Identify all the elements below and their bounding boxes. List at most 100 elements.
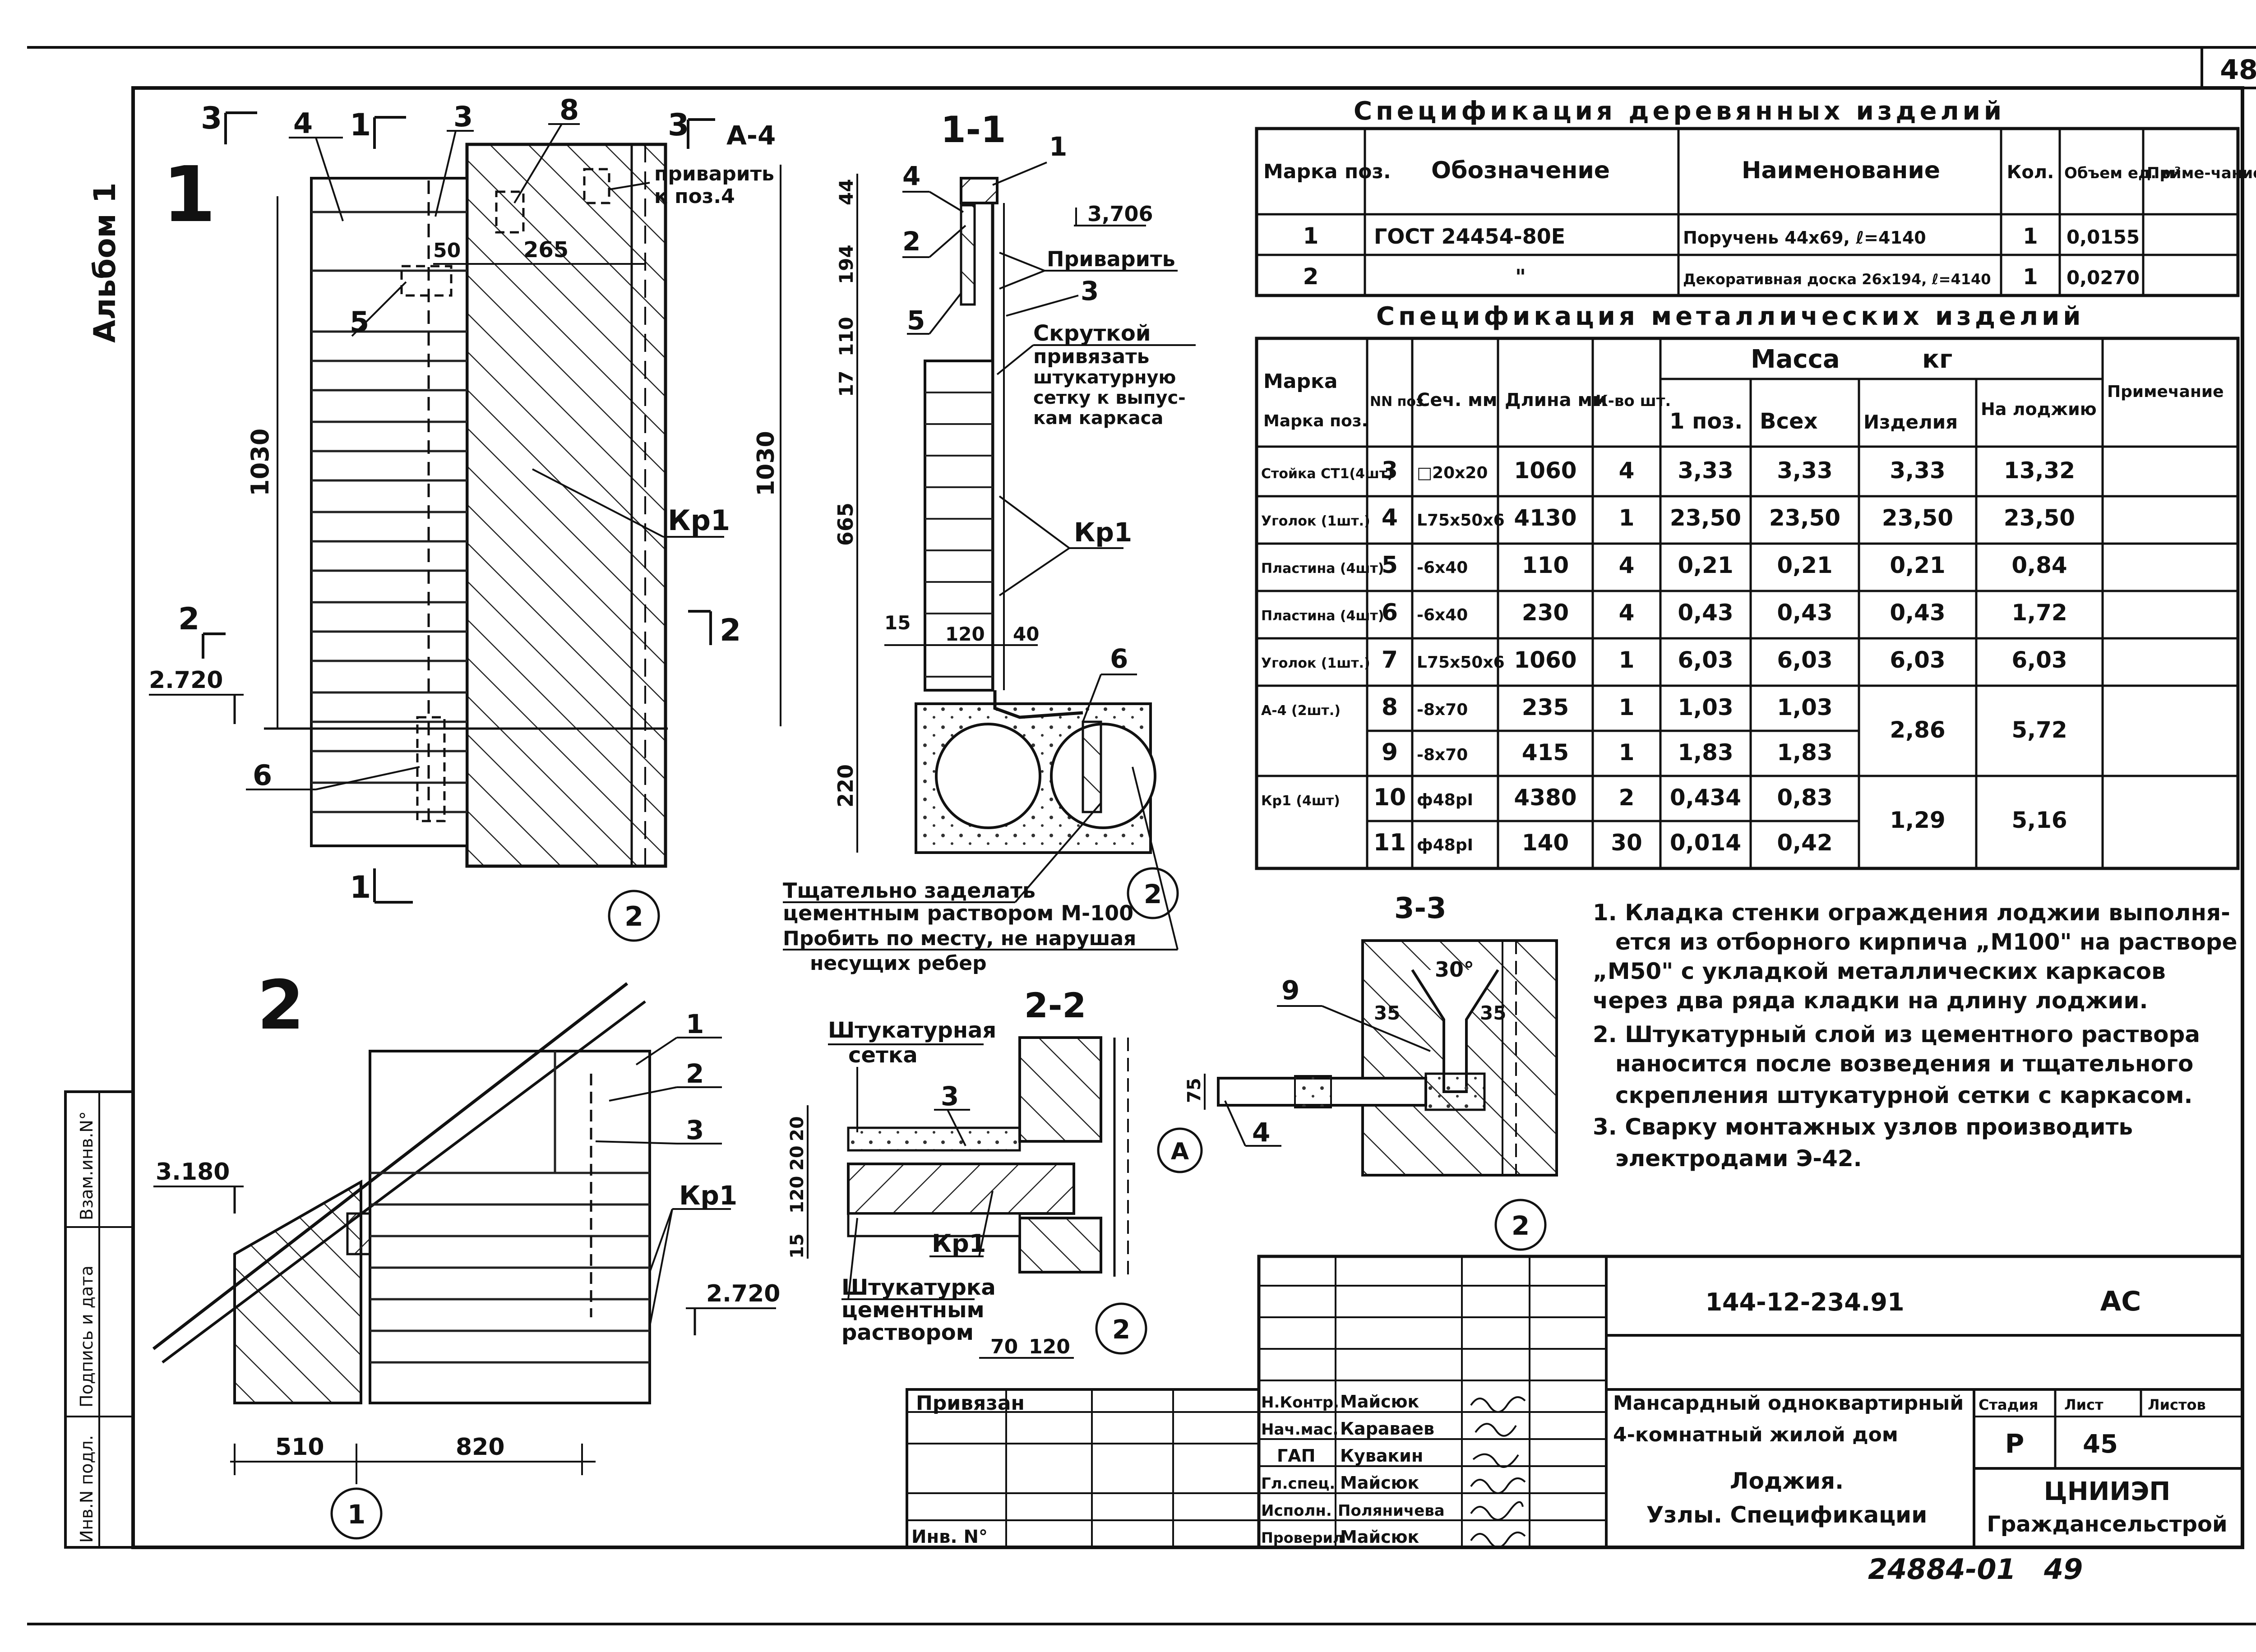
v1-pos-8: 8: [559, 93, 579, 126]
tb-stage: Р: [2005, 1428, 2025, 1459]
tb-name-1: Майсюк: [1340, 1392, 1419, 1412]
tb-role-6: Проверил: [1261, 1529, 1343, 1546]
sheet-number: 48: [2220, 54, 2256, 86]
s22-axis2: 2: [1112, 1314, 1130, 1345]
metal-cell-mass-item: 3,33: [1890, 457, 1945, 484]
tb-attached: Привязан: [916, 1392, 1025, 1415]
tb-name-4: Майсюк: [1340, 1473, 1419, 1493]
metal-cell-section: -8х70: [1417, 701, 1468, 719]
cut-3-right: 3: [668, 107, 689, 143]
v1-dim-1030: 1030: [246, 429, 274, 496]
s11-pos-6: 6: [1110, 643, 1128, 674]
v2-axis: 1: [347, 1499, 365, 1530]
v1-axis: 2: [624, 901, 643, 932]
wood-r1-name: Поручень 44х69, ℓ=4140: [1683, 228, 1926, 248]
view-1-section-marks: [202, 111, 715, 904]
metal-h-loggia: На лоджию: [1981, 399, 2097, 419]
s11-fill-3: Пробить по месту, не нарушая: [783, 927, 1136, 950]
metal-cell-mass-one: 6,03: [1678, 647, 1733, 673]
metal-cell-section: L75х50х6: [1417, 653, 1505, 672]
v2-pos-3: 3: [686, 1115, 704, 1145]
metal-h-one: 1 поз.: [1669, 409, 1743, 434]
sheet-number-box: [2201, 46, 2256, 89]
wood-spec-table: Спецификация деревянных изделий Марка по…: [1255, 97, 2256, 297]
v2-slope-1: [152, 982, 629, 1350]
metal-cell-mass-item: 0,43: [1890, 600, 1945, 626]
wood-r2-vol: 0,0270: [2066, 267, 2140, 289]
metal-cell-mass-one: 0,21: [1678, 552, 1733, 578]
v1-dim-265: 265: [523, 237, 569, 263]
tb-doc-code: 144-12-234.91: [1705, 1288, 1904, 1316]
cut-1-top: 1: [350, 107, 371, 143]
metal-cell-mass-all: 0,83: [1777, 784, 1832, 811]
metal-h-sec: Сеч. мм: [1417, 390, 1497, 411]
metal-cell-qty: 4: [1619, 552, 1635, 578]
metal-cell-mass-one: 3,33: [1678, 457, 1733, 484]
s22-d20b: 20: [787, 1145, 808, 1171]
note-line-1: 1. Кладка стенки ограждения лоджии выпол…: [1593, 900, 2230, 926]
note-line-4: через два ряда кладки на длину лоджии.: [1593, 988, 2148, 1014]
v2-slope-2: [162, 1000, 646, 1364]
stamp-sign-label: Подпись и дата: [77, 1265, 97, 1407]
metal-cell-mass-all: 0,21: [1777, 552, 1832, 578]
section-2-2: 2-2 Штукатурная сетка 3 Кр1 Штукатурка ц…: [787, 985, 1203, 1359]
v1-pos-6: 6: [253, 759, 272, 792]
metal-cell-mass-one: 0,014: [1670, 830, 1741, 856]
metal-cell-nn: 3: [1382, 457, 1398, 484]
v2-kp1: Кр1: [679, 1180, 737, 1211]
s11-note-4: сетку к выпус-: [1033, 388, 1186, 408]
title-block: 144-12-234.91 АС Привязан Инв. N° Н.Конт…: [906, 1255, 2244, 1549]
wood-r2-qty: 1: [2023, 264, 2038, 290]
s11-axis-circle: [1127, 867, 1179, 919]
general-notes: 1. Кладка стенки ограждения лоджии выпол…: [1593, 900, 2238, 1172]
s11-angle-7: [993, 690, 1083, 719]
v1-weld-2: к поз.4: [654, 185, 735, 208]
s22-plaster-bot: [847, 1212, 1021, 1237]
metal-cell-nn: 5: [1382, 552, 1398, 579]
metal-cell-mass-one: 23,50: [1670, 505, 1741, 531]
v2-panel: [369, 1050, 651, 1404]
metal-h-len: Длина мм: [1505, 390, 1607, 411]
s22-d15: 15: [787, 1233, 808, 1259]
metal-cell-mark: Стойка СТ1(4шт): [1261, 466, 1393, 482]
wood-h-volume: Объем ед. м³: [2064, 164, 2181, 182]
metal-cell-nn: 6: [1382, 599, 1398, 626]
s11-d220: 220: [833, 764, 858, 808]
tb-stage-h: Стадия: [1979, 1396, 2038, 1413]
metal-cell-mass-item: 6,03: [1890, 647, 1945, 673]
s33-a35a: 35: [1374, 1002, 1400, 1024]
tb-doc-mark: АС: [2100, 1286, 2141, 1317]
tb-org-2: Граждансельстрой: [1987, 1512, 2227, 1537]
tb-name-6: Майсюк: [1340, 1527, 1419, 1547]
metal-cell-mark: Пластина (4шт): [1261, 561, 1384, 577]
view-1: 1 3: [149, 93, 776, 942]
tb-org-1: ЦНИИЭП: [2044, 1477, 2171, 1506]
v2-elev-2: 2.720: [706, 1280, 780, 1307]
metal-cell-length: 140: [1522, 830, 1569, 856]
v2-elev-1: 3.180: [156, 1158, 230, 1186]
cut-2-left: 2: [178, 601, 199, 637]
s11-deco-board: [960, 204, 976, 306]
s11-plate-6: [1082, 720, 1102, 813]
s22-wall-top: [1018, 1036, 1102, 1143]
s11-d40: 40: [1013, 623, 1039, 645]
wood-r1-des: ГОСТ 24454-80Е: [1374, 224, 1565, 249]
metal-h-mark-1: Марка: [1263, 370, 1338, 393]
metal-cell-length: 415: [1522, 739, 1569, 766]
s11-d110: 110: [835, 317, 857, 356]
tb-inv-no: Инв. N°: [911, 1527, 988, 1547]
metal-cell-section: -8х70: [1417, 746, 1468, 764]
wood-r2-mark: 2: [1303, 263, 1319, 290]
metal-cell-mass-item: 23,50: [1882, 505, 1953, 531]
s11-fill-4: несущих ребер: [810, 952, 987, 975]
cut-3-left: 3: [201, 101, 222, 136]
s22-label: 2-2: [1024, 985, 1086, 1025]
tb-role-5: Исполн.: [1261, 1502, 1332, 1520]
metal-cell-mass-all: 1,83: [1777, 739, 1832, 766]
s22-pl-3: раствором: [841, 1320, 974, 1345]
s22-d120: 120: [787, 1176, 808, 1214]
s22-axisA: А: [1171, 1138, 1189, 1165]
wood-r1-mark: 1: [1303, 223, 1319, 249]
s22-wall-bot: [1018, 1217, 1102, 1274]
